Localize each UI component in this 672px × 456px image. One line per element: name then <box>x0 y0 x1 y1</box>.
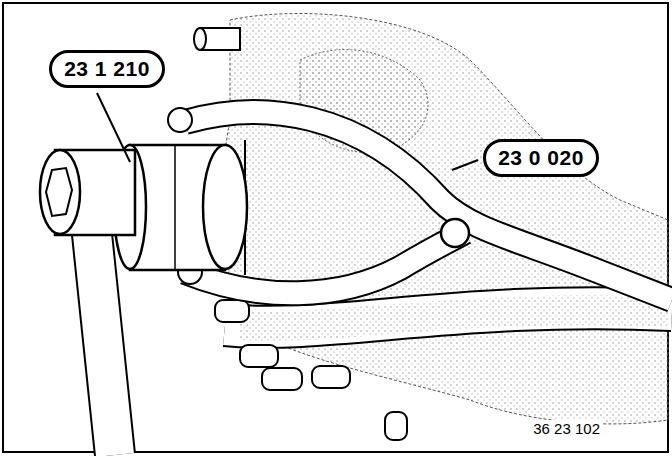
upper-pin <box>194 28 240 50</box>
part-number: 23 0 020 <box>498 146 584 169</box>
leader-line <box>97 93 130 162</box>
callout-box: 23 0 020 <box>483 139 599 177</box>
callout-box: 23 1 210 <box>49 50 165 88</box>
bolts <box>215 300 407 440</box>
leader-line <box>452 160 478 170</box>
socket-wrench <box>40 150 135 235</box>
figure-number: 36 23 102 <box>531 420 602 437</box>
control-arm <box>225 308 672 327</box>
part-number: 23 1 210 <box>64 57 150 80</box>
ratchet-handle <box>90 215 115 455</box>
tool-bracket <box>168 108 672 300</box>
